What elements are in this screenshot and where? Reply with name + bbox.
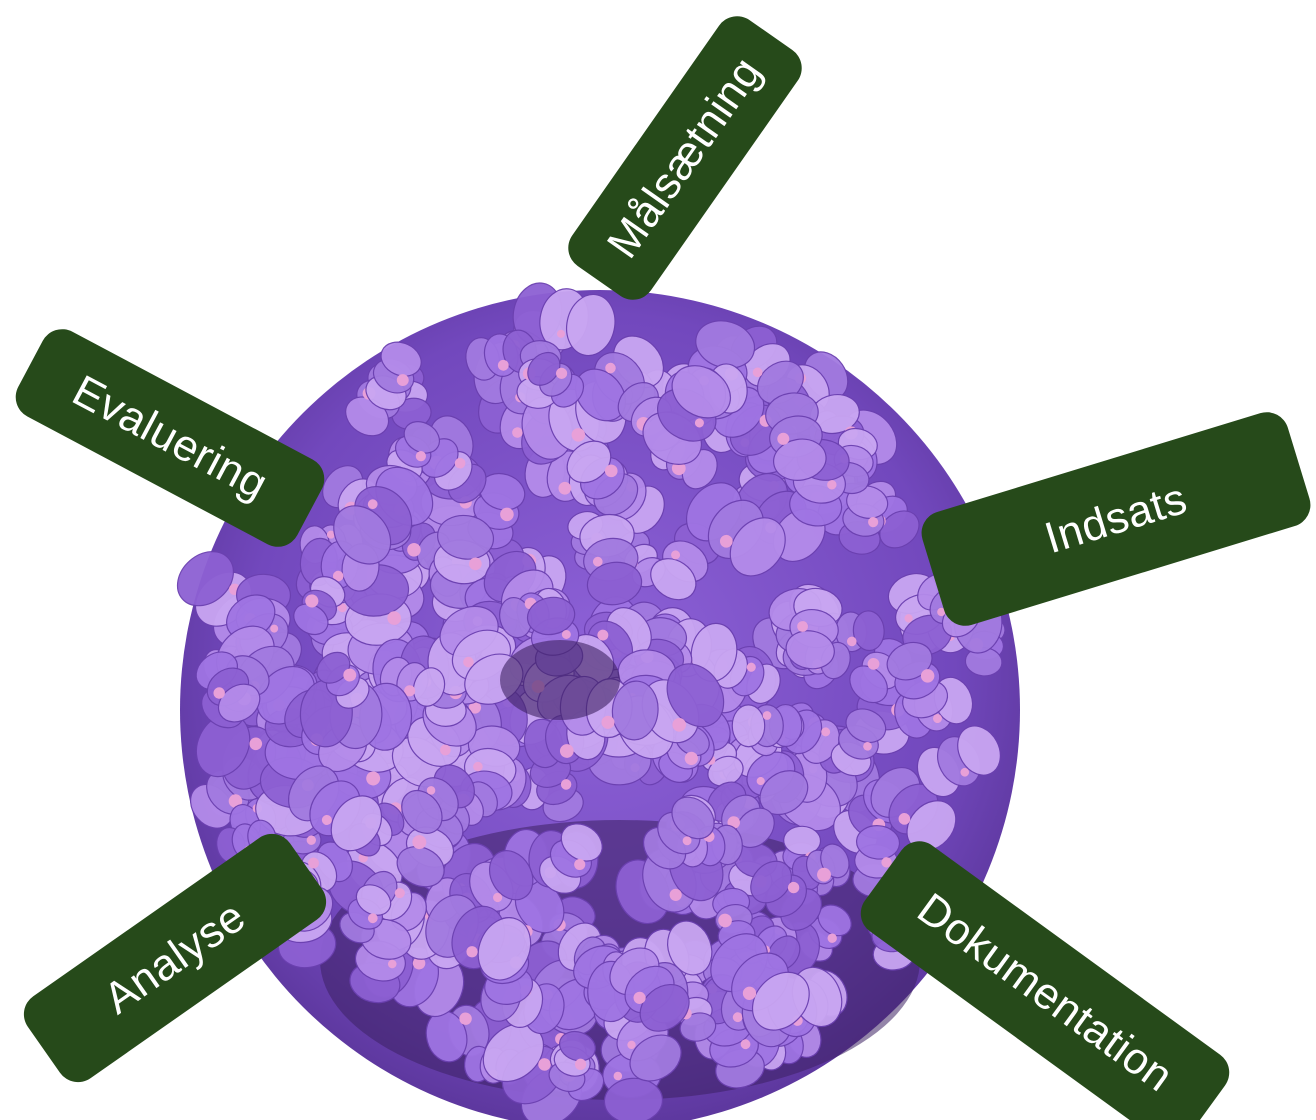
floret bbox=[732, 704, 802, 746]
label-indsats-text: Indsats bbox=[1039, 474, 1193, 564]
flower-center bbox=[500, 640, 620, 720]
